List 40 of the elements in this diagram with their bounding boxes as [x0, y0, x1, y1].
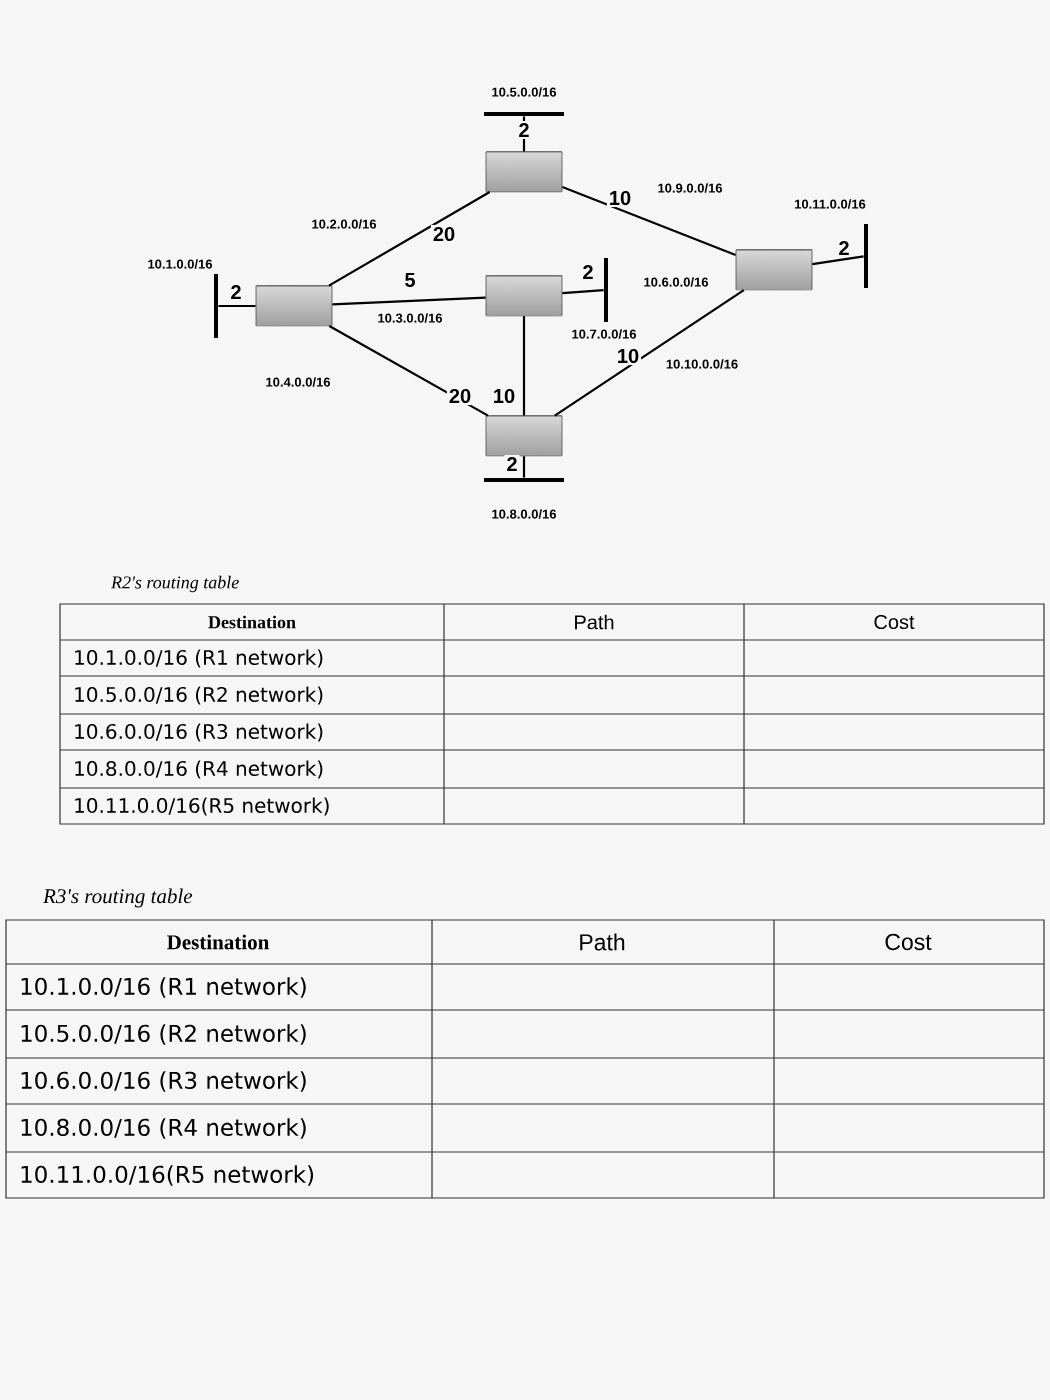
table-cell: 10.6.0.0/16 (R3 network)	[21, 1071, 306, 1092]
table-cell: 10.1.0.0/16 (R1 network)	[21, 977, 306, 998]
link-line	[328, 191, 491, 287]
table-cell: 10.11.0.0/16(R5 network)	[75, 797, 329, 816]
table-cell: 10.6.0.0/16 (R3 network)	[75, 723, 323, 742]
table-title: R3's routing table	[42, 888, 193, 908]
table-cell: 10.1.0.0/16 (R1 network)	[75, 649, 323, 668]
header-cell: Destination	[208, 615, 296, 629]
table-cell: 10.5.0.0/16 (R2 network)	[75, 686, 323, 705]
link-line	[562, 289, 604, 295]
router-symbol	[735, 249, 813, 291]
header-cell: Cost	[874, 614, 915, 630]
cost-label: 2	[836, 239, 852, 257]
link-line	[522, 456, 526, 478]
cost-label: 2	[580, 263, 596, 281]
table-cell: 10.11.0.0/16(R5 network)	[21, 1165, 314, 1186]
cost-label: 5	[402, 271, 418, 289]
link-line	[522, 116, 526, 152]
cost-label: 2	[504, 455, 520, 473]
link-line	[554, 289, 745, 417]
header-cell: Destination	[167, 934, 269, 950]
table-title: R2's routing table	[110, 575, 239, 593]
link-line	[522, 316, 526, 416]
router-symbol	[255, 285, 333, 327]
table-cell: 10.5.0.0/16 (R2 network)	[21, 1024, 306, 1045]
link-line	[812, 255, 864, 266]
cost-label: 2	[516, 121, 532, 139]
header-cell: Path	[580, 933, 625, 951]
cost-label: 2	[228, 283, 244, 301]
router-symbol	[485, 275, 563, 317]
link-line	[562, 186, 736, 256]
link-line	[328, 325, 489, 417]
router-symbol	[485, 415, 563, 457]
link-line	[332, 296, 486, 306]
header-cell: Cost	[885, 933, 932, 951]
table-cell: 10.8.0.0/16 (R4 network)	[21, 1118, 306, 1139]
router-symbol	[485, 151, 563, 193]
header-cell: Path	[575, 614, 614, 630]
table-cell: 10.8.0.0/16 (R4 network)	[75, 760, 323, 779]
link-line	[218, 304, 256, 308]
